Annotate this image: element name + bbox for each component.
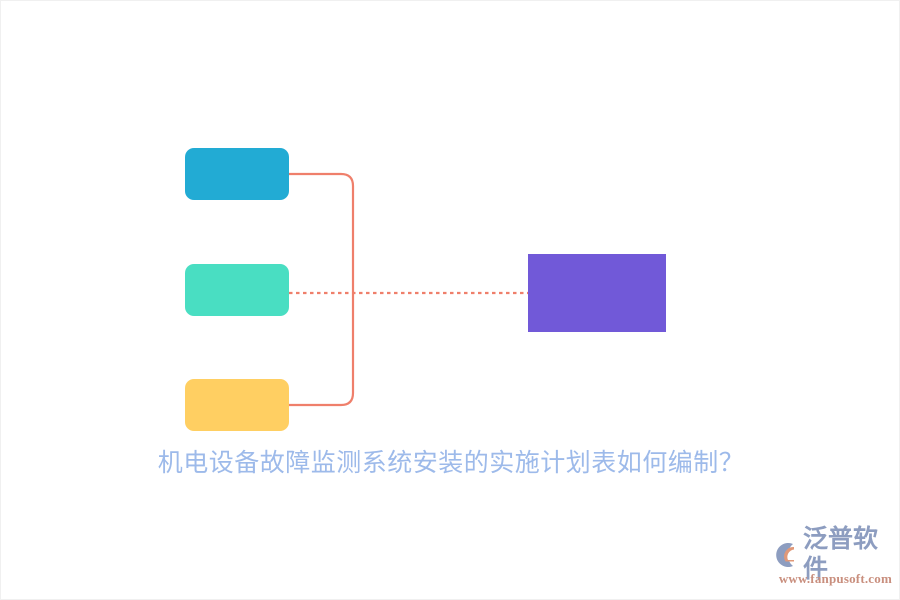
fanpu-logo-icon <box>776 543 794 567</box>
node-group <box>185 148 666 431</box>
connector-blue-bracket <box>287 172 355 295</box>
watermark: 泛普软件 www.fanpusoft.com <box>771 526 893 590</box>
node-green[interactable] <box>185 264 289 316</box>
connector-yellow-bracket <box>287 291 355 407</box>
watermark-brand-text: 泛普软件 <box>803 526 879 583</box>
caption-title: 机电设备故障监测系统安装的实施计划表如何编制？ <box>157 450 745 477</box>
node-purple[interactable] <box>528 254 666 332</box>
watermark-url-text: www.fanpusoft.com <box>778 571 892 586</box>
node-blue[interactable] <box>185 148 289 200</box>
watermark-brand-row: 泛普软件 <box>771 526 893 583</box>
node-yellow[interactable] <box>185 379 289 431</box>
connector-group <box>287 172 528 407</box>
